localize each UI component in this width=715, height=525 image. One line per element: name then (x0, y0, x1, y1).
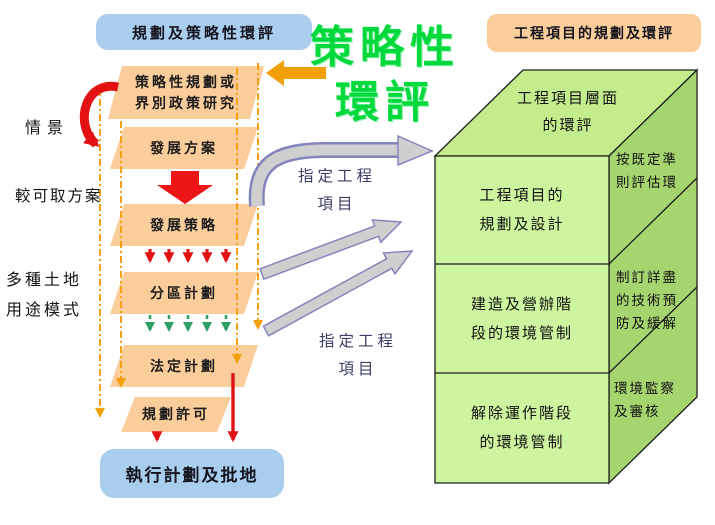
gray-straight-arrow-upper-icon (259, 219, 403, 281)
left-panel-title: 規劃及策略性環評 (96, 14, 312, 50)
step-development-strategy: 發展策略 (110, 204, 258, 246)
label-designated-project-top: 指定工程 項目 (297, 168, 376, 213)
label-landuse-pattern: 多種土地 用途模式 (6, 272, 83, 319)
gray-straight-arrow-lower-icon (262, 250, 414, 337)
cube-side-cell-1: 按既定準 則評估環 (616, 152, 678, 190)
red-arrow-row (144, 249, 232, 264)
green-arrow-row (145, 315, 231, 332)
cube-front-cell-1: 工程項目的 規劃及設計 (479, 187, 565, 233)
step-label: 發展策略 (150, 216, 218, 233)
cube-front-cell-3: 解除運作階段 的環境管制 (470, 405, 573, 451)
red-block-down-arrow-icon (157, 171, 213, 204)
cube-side-cell-3: 環境監察 及審核 (614, 381, 676, 419)
label-preferred-option: 較可取方案 (15, 188, 103, 205)
step-label: 發展方案 (150, 139, 218, 156)
outcome-box: 執行計劃及批地 (100, 449, 284, 498)
sea-title: 策略性 環評 (310, 23, 460, 127)
step-label: 規劃許可 (142, 406, 210, 422)
label-designated-project-bottom: 指定工程 項目 (318, 333, 397, 378)
step-planning-permission: 規劃許可 (121, 397, 231, 432)
step-label: 分區計劃 (150, 284, 218, 301)
cube-side-cell-2: 制訂詳盡 的技術預 防及緩解 (616, 270, 678, 331)
step-development-options: 發展方案 (110, 127, 258, 169)
right-panel-title: 工程項目的規劃及環評 (487, 14, 701, 52)
cube-top-face-label: 工程項目層面 的環評 (516, 90, 619, 134)
cube-front-cell-2: 建造及營辦階 段的環境管制 (470, 295, 573, 342)
step-label: 策略性規劃或 界別政策研究 (135, 73, 237, 111)
step-strategic-planning: 策略性規劃或 界別政策研究 (108, 66, 264, 119)
label-scenario: 情景 (25, 120, 70, 137)
step-label: 法定計劃 (150, 357, 218, 374)
step-district-plans: 分區計劃 (110, 272, 258, 314)
step-statutory-plans: 法定計劃 (110, 345, 258, 387)
